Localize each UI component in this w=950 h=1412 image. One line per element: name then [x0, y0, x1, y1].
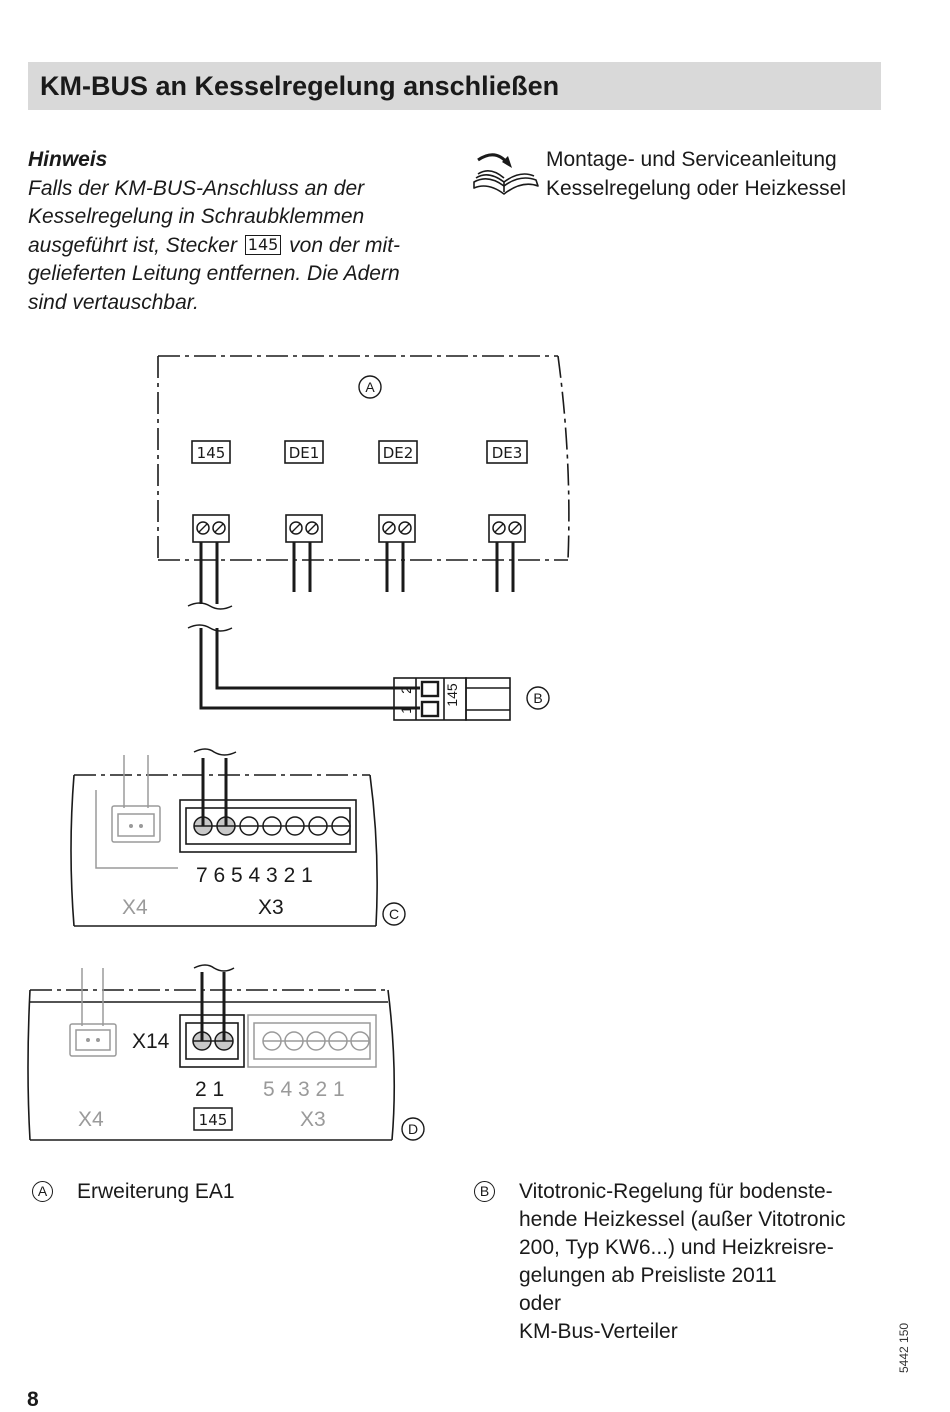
d-x14-label: X14	[132, 1030, 170, 1053]
note-body: Falls der KM-BUS-Anschluss an der Kessel…	[28, 177, 400, 314]
legend-line: oder	[519, 1292, 562, 1315]
d-x3-label: X3	[300, 1108, 326, 1131]
legend-mark-b: B	[474, 1181, 495, 1202]
marker-c: C	[389, 906, 399, 922]
marker-b: B	[533, 690, 542, 706]
legend-line: gelungen ab Preisliste 2011	[519, 1264, 777, 1287]
c-x3-label: X3	[258, 896, 284, 919]
reference-note: Montage- und Serviceanleitung Kesselrege…	[546, 146, 846, 203]
note-line: ausgeführt ist, Stecker	[28, 233, 237, 257]
legend-mark-a: A	[32, 1181, 53, 1202]
plug-145-label: 145	[244, 234, 282, 255]
note-line: sind vertauschbar.	[28, 290, 199, 314]
legend-line: Vitotronic-Regelung für bodenste-	[519, 1180, 833, 1203]
d-pins-active: 2 1	[195, 1078, 224, 1101]
d-pins-inactive: 5 4 3 2 1	[263, 1078, 345, 1101]
d-x4-label: X4	[78, 1108, 104, 1131]
note-line: gelieferten Leitung entfernen. Die Adern	[28, 262, 400, 286]
marker-a: A	[365, 379, 375, 395]
reference-line: Montage- und Serviceanleitung	[546, 148, 837, 171]
plug-b-label: 145	[444, 683, 460, 707]
legend-line: KM-Bus-Verteiler	[519, 1320, 678, 1343]
note-line: Kesselregelung in Schraubklemmen	[28, 205, 365, 229]
book-icon	[473, 153, 539, 195]
legend-text-a: Erweiterung EA1	[77, 1180, 235, 1203]
plug-b-pin-2: 2	[398, 686, 414, 694]
page-title: KM-BUS an Kesselregelung anschließen	[40, 70, 560, 101]
connector-label-de2: DE2	[383, 444, 414, 462]
note-title: Hinweis	[28, 148, 108, 171]
legend-text-b: Vitotronic-Regelung für bodenste- hende …	[519, 1178, 845, 1346]
note-line: Falls der KM-BUS-Anschluss an der	[28, 176, 365, 200]
wiring-diagram: A B C D 145 DE1 DE2 DE3 2 1 145 7 6 5 4 …	[27, 355, 570, 1141]
marker-d: D	[408, 1121, 418, 1137]
note-line: von der mit-	[289, 233, 401, 257]
connector-label-de1: DE1	[289, 444, 320, 462]
plug-b-pin-1: 1	[398, 706, 414, 714]
connector-label-145: 145	[197, 444, 226, 462]
d-plug-label: 145	[199, 1111, 228, 1129]
c-x4-label: X4	[122, 896, 148, 919]
section-heading: KM-BUS an Kesselregelung anschließen	[28, 62, 881, 110]
legend-line: 200, Typ KW6...) und Heizkreisre-	[519, 1236, 834, 1259]
document-code: 5442 150	[897, 1322, 911, 1373]
page-number: 8	[27, 1388, 39, 1411]
note-block: Hinweis Falls der KM-BUS-Anschluss an de…	[28, 146, 458, 318]
connector-label-de3: DE3	[492, 444, 523, 462]
c-pin-numbers: 7 6 5 4 3 2 1	[196, 864, 313, 887]
reference-line: Kesselregelung oder Heizkessel	[546, 176, 846, 200]
legend-line: hende Heizkessel (außer Vitotronic	[519, 1208, 846, 1231]
